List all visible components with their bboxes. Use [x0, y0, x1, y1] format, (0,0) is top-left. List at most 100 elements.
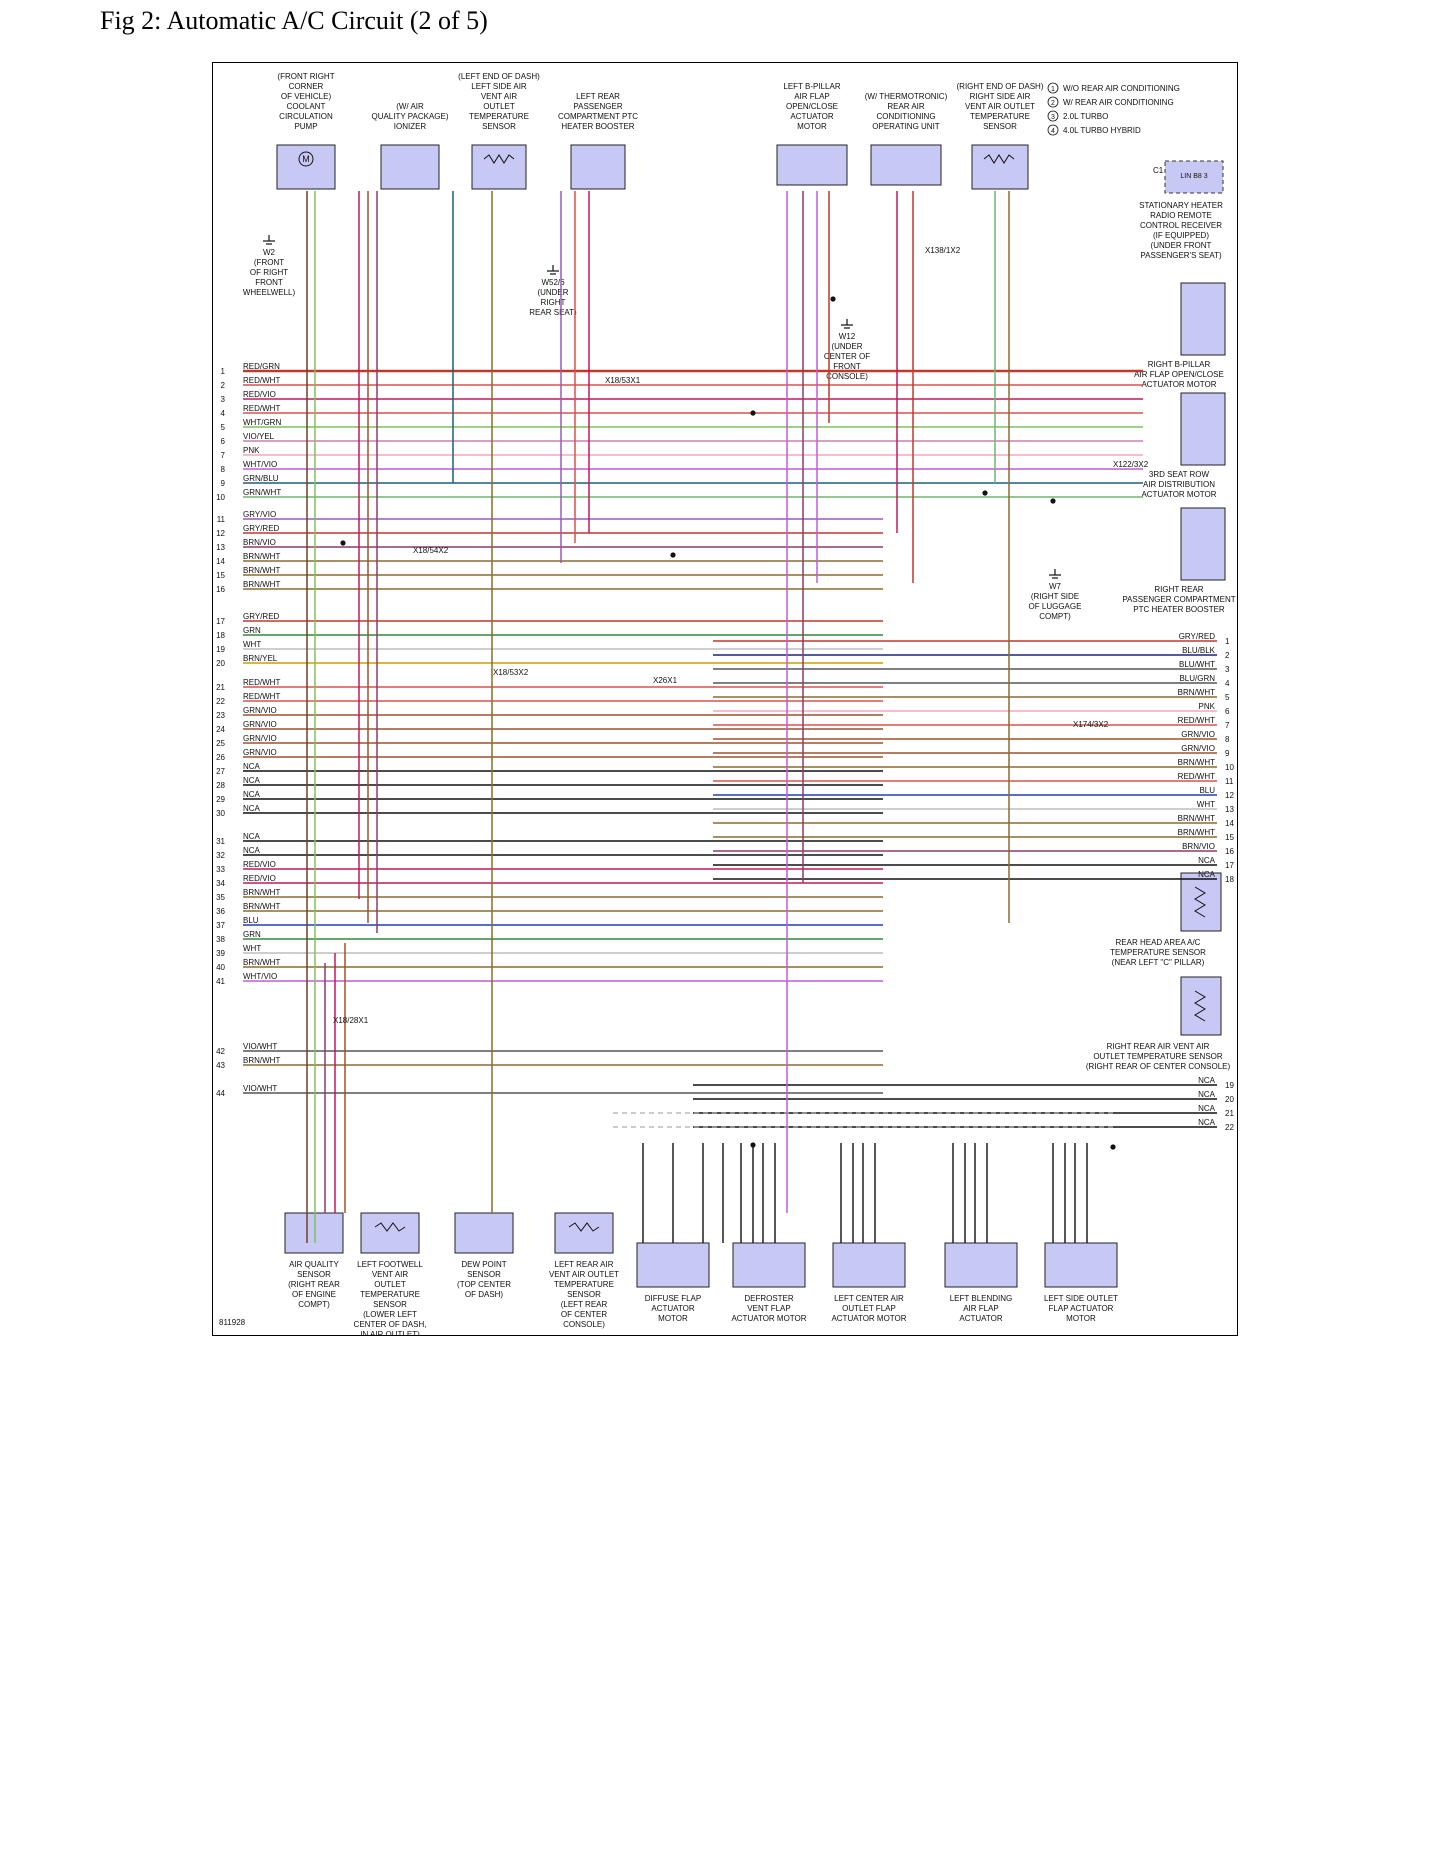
component-label: PTC HEATER BOOSTER: [1133, 605, 1225, 614]
splice-dot: [750, 1142, 756, 1148]
legend-number: 1: [1051, 86, 1055, 93]
component-label: RIGHT B-PILLAR: [1148, 360, 1211, 369]
legend-number: 2: [1051, 100, 1055, 107]
left-pin-wire-label: RED/WHT: [243, 678, 280, 687]
component-label: LEFT REAR AIR: [555, 1260, 614, 1269]
left-pin-number: 9: [221, 479, 226, 488]
right-pin-wire-label: BLU/BLK: [1182, 646, 1216, 655]
component-label: MOTOR: [658, 1314, 688, 1323]
component-label: SENSOR: [467, 1270, 501, 1279]
right-pin-wire-label: NCA: [1198, 1104, 1216, 1113]
component-label: LEFT B-PILLAR: [783, 82, 840, 91]
ground-label: FRONT: [255, 278, 283, 287]
component-box: [360, 1212, 420, 1254]
right-pin-number: 10: [1225, 763, 1234, 772]
component-label: CONDITIONING: [876, 112, 935, 121]
component-label: MOTOR: [797, 122, 827, 131]
left-pin-number: 30: [216, 809, 225, 818]
left-pin-number: 4: [221, 409, 226, 418]
ground-label: (RIGHT SIDE: [1031, 592, 1079, 601]
diagram-id: 811928: [219, 1318, 246, 1327]
left-pin-wire-label: NCA: [243, 762, 261, 771]
right-pin-number: 12: [1225, 791, 1234, 800]
component-box: [776, 144, 848, 186]
right-pin-wire-label: GRN/VIO: [1181, 730, 1215, 739]
component-label: AIR QUALITY: [289, 1260, 339, 1269]
left-pin-wire-label: RED/VIO: [243, 390, 276, 399]
left-pin-number: 44: [216, 1089, 225, 1098]
left-pin-number: 33: [216, 865, 225, 874]
component-label: (FRONT RIGHT: [277, 72, 334, 81]
right-pin-wire-label: BLU/WHT: [1179, 660, 1215, 669]
right-pin-wire-label: RED/WHT: [1178, 772, 1215, 781]
splice-dot: [830, 296, 836, 302]
component-label: (W/ THERMOTRONIC): [865, 92, 948, 101]
component-label: OF ENGINE: [292, 1290, 336, 1299]
left-pin-number: 34: [216, 879, 225, 888]
component-label: RIGHT REAR AIR VENT AIR: [1107, 1042, 1210, 1051]
left-pin-number: 25: [216, 739, 225, 748]
right-pin-number: 21: [1225, 1109, 1234, 1118]
component-label: LEFT REAR: [576, 92, 620, 101]
ground-label: W52/6: [541, 278, 565, 287]
left-pin-wire-label: BRN/WHT: [243, 552, 280, 561]
component-box: [1180, 507, 1226, 581]
component-label: IONIZER: [394, 122, 427, 131]
component-label: (NEAR LEFT "C" PILLAR): [1112, 958, 1205, 967]
splice-dot: [670, 552, 676, 558]
component-label: ACTUATOR MOTOR: [1141, 380, 1216, 389]
thermistor-icon: [483, 154, 515, 164]
left-pin-wire-label: GRN/VIO: [243, 748, 277, 757]
legend-number: 3: [1051, 114, 1055, 121]
left-pin-number: 29: [216, 795, 225, 804]
component-box: [971, 144, 1029, 190]
component-label: AIR FLAP: [963, 1304, 999, 1313]
right-pin-wire-label: BRN/VIO: [1182, 842, 1215, 851]
right-pin-number: 18: [1225, 875, 1234, 884]
right-pin-number: 6: [1225, 707, 1230, 716]
right-pin-wire-label: RED/WHT: [1178, 716, 1215, 725]
left-pin-number: 21: [216, 683, 225, 692]
thermistor-icon: [1194, 990, 1206, 1022]
ground-label: OF LUGGAGE: [1029, 602, 1082, 611]
right-pin-wire-label: WHT: [1197, 800, 1215, 809]
component-label: PASSENGER: [573, 102, 622, 111]
ground-label: OF RIGHT: [250, 268, 288, 277]
ground-label: (UNDER: [831, 342, 862, 351]
left-pin-wire-label: GRN/VIO: [243, 706, 277, 715]
component-label: OPERATING UNIT: [872, 122, 940, 131]
component-label: RIGHT REAR: [1154, 585, 1203, 594]
right-pin-wire-label: BRN/WHT: [1178, 758, 1215, 767]
ground-label: W7: [1049, 582, 1062, 591]
left-pin-wire-label: RED/GRN: [243, 362, 280, 371]
left-pin-number: 18: [216, 631, 225, 640]
component-box: [732, 1242, 806, 1288]
ground-label: REAR SEAT): [529, 308, 577, 317]
right-pin-number: 16: [1225, 847, 1234, 856]
component-label: QUALITY PACKAGE): [371, 112, 448, 121]
component-label: ACTUATOR MOTOR: [831, 1314, 906, 1323]
splice-dot: [750, 410, 756, 416]
legend-text: 2.0L TURBO: [1063, 112, 1108, 121]
left-pin-wire-label: WHT/VIO: [243, 460, 277, 469]
left-pin-wire-label: RED/WHT: [243, 404, 280, 413]
left-pin-wire-label: RED/WHT: [243, 376, 280, 385]
right-pin-number: 13: [1225, 805, 1234, 814]
left-pin-wire-label: GRY/VIO: [243, 510, 276, 519]
component-label: (RIGHT REAR: [288, 1280, 340, 1289]
right-pin-number: 5: [1225, 693, 1230, 702]
component-label: STATIONARY HEATER: [1139, 201, 1223, 210]
component-box: [1180, 392, 1226, 466]
right-pin-wire-label: NCA: [1198, 1090, 1216, 1099]
left-pin-number: 6: [221, 437, 226, 446]
component-label: OUTLET: [374, 1280, 406, 1289]
left-pin-number: 38: [216, 935, 225, 944]
thermistor-icon: [374, 1222, 406, 1232]
legend-number: 4: [1051, 128, 1055, 135]
ground-label: WHEELWELL): [243, 288, 296, 297]
component-box: [454, 1212, 514, 1254]
component-label: TEMPERATURE: [469, 112, 529, 121]
legend-number-circle: [1047, 110, 1059, 122]
legend-text: W/ REAR AIR CONDITIONING: [1063, 98, 1174, 107]
